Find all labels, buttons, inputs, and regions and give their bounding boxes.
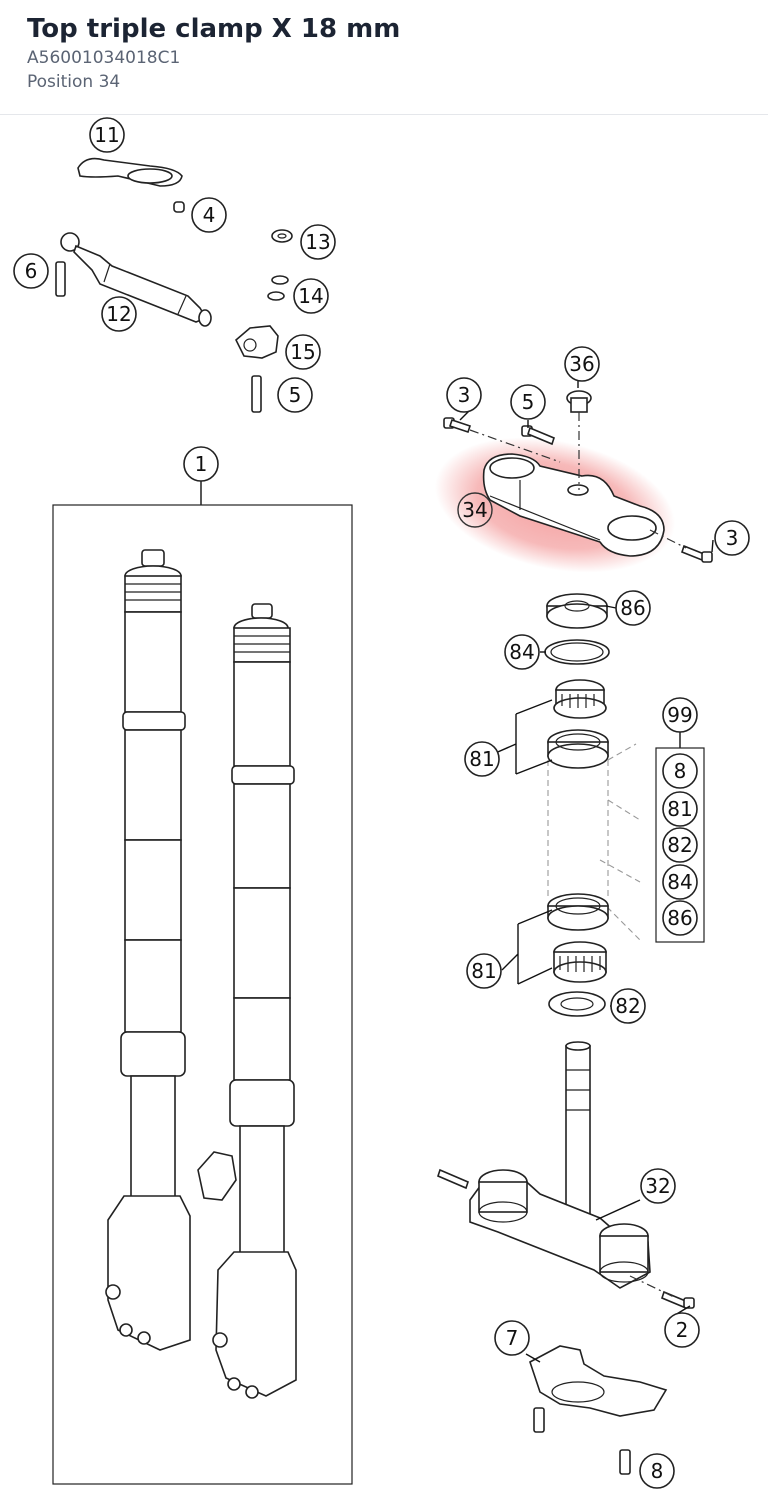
fork-leg-left <box>105 549 191 1351</box>
bracket-part-7 <box>529 1345 668 1417</box>
svg-text:82: 82 <box>615 994 640 1018</box>
kit-group-box <box>655 747 705 943</box>
svg-text:81: 81 <box>469 747 494 771</box>
bearing-cup-81-upper <box>547 729 609 769</box>
seal-part-82 <box>548 991 606 1017</box>
callout-2[interactable]: 2 <box>664 1312 700 1348</box>
pin-part-6 <box>55 261 66 297</box>
bolt-part-8-upper <box>533 1407 545 1433</box>
kit-item-8[interactable]: 8 <box>662 753 698 789</box>
svg-text:2: 2 <box>676 1318 689 1342</box>
leader-lines <box>459 380 714 1363</box>
bearing-part-81-lower <box>553 941 607 983</box>
svg-text:32: 32 <box>645 1174 670 1198</box>
callout-99[interactable]: 99 <box>662 697 698 733</box>
callout-3-left[interactable]: 3 <box>446 377 482 413</box>
bolt-part-8-lower <box>619 1449 631 1475</box>
callout-81-upper[interactable]: 81 <box>464 741 500 777</box>
svg-text:8: 8 <box>674 759 687 783</box>
damper-part-12 <box>60 232 212 327</box>
svg-text:84: 84 <box>509 640 534 664</box>
svg-text:6: 6 <box>25 259 38 283</box>
callout-5-upper[interactable]: 5 <box>277 377 313 413</box>
kit-item-84[interactable]: 84 <box>662 864 698 900</box>
callout-5-lower[interactable]: 5 <box>510 384 546 420</box>
handlebar-clamp-part-11 <box>77 157 183 187</box>
callout-81-lower[interactable]: 81 <box>466 953 502 989</box>
callout-32[interactable]: 32 <box>640 1168 676 1204</box>
callout-36[interactable]: 36 <box>564 346 600 382</box>
fork-leg-right <box>197 603 297 1399</box>
bolt-part-5-upper <box>251 375 262 413</box>
callout-3-right[interactable]: 3 <box>714 520 750 556</box>
callout-4[interactable]: 4 <box>191 197 227 233</box>
svg-text:81: 81 <box>471 959 496 983</box>
bearing-cup-81-lower <box>547 893 609 931</box>
kit-item-82[interactable]: 82 <box>662 827 698 863</box>
bolt-part-5-lower <box>521 425 555 446</box>
bracket-part-15 <box>235 325 279 359</box>
svg-text:3: 3 <box>726 526 739 550</box>
page-title: Top triple clamp X 18 mm <box>27 14 401 44</box>
callout-14[interactable]: 14 <box>293 278 329 314</box>
bearing-part-81-upper <box>553 679 607 719</box>
svg-text:1: 1 <box>195 452 208 476</box>
svg-text:86: 86 <box>620 596 645 620</box>
callout-12[interactable]: 12 <box>101 296 137 332</box>
bolt-part-4 <box>173 201 185 213</box>
svg-text:11: 11 <box>94 123 119 147</box>
bolt-part-3-right <box>681 544 713 563</box>
callout-84[interactable]: 84 <box>504 634 540 670</box>
callout-13[interactable]: 13 <box>300 224 336 260</box>
svg-text:5: 5 <box>522 390 535 414</box>
svg-text:82: 82 <box>667 833 692 857</box>
washer-part-14 <box>267 275 289 301</box>
callout-34-selected[interactable]: 34 <box>457 492 493 528</box>
bolt-part-36 <box>566 390 592 413</box>
kit-item-81[interactable]: 81 <box>662 791 698 827</box>
svg-text:7: 7 <box>506 1326 519 1350</box>
kit-item-86[interactable]: 86 <box>662 900 698 936</box>
headtube-ghost <box>547 743 641 941</box>
svg-text:13: 13 <box>305 230 330 254</box>
svg-text:3: 3 <box>458 383 471 407</box>
seal-part-86 <box>546 593 608 629</box>
svg-text:14: 14 <box>298 284 323 308</box>
svg-text:4: 4 <box>203 203 216 227</box>
svg-text:36: 36 <box>569 352 594 376</box>
callout-11[interactable]: 11 <box>89 117 125 153</box>
svg-text:8: 8 <box>651 1459 664 1483</box>
callout-6[interactable]: 6 <box>13 253 49 289</box>
svg-text:15: 15 <box>290 340 315 364</box>
page-header: Top triple clamp X 18 mm A56001034018C1 … <box>0 0 768 115</box>
svg-text:84: 84 <box>667 870 692 894</box>
callout-86[interactable]: 86 <box>615 590 651 626</box>
callout-1[interactable]: 1 <box>183 446 219 482</box>
svg-text:12: 12 <box>106 302 131 326</box>
callout-8-bottom[interactable]: 8 <box>639 1453 675 1489</box>
svg-text:99: 99 <box>667 703 692 727</box>
lower-triple-clamp-part-32 <box>469 1041 651 1289</box>
svg-text:5: 5 <box>289 383 302 407</box>
part-number: A56001034018C1 <box>27 48 181 68</box>
washer-part-13 <box>271 229 293 243</box>
callout-7[interactable]: 7 <box>494 1320 530 1356</box>
svg-text:86: 86 <box>667 906 692 930</box>
ring-part-84 <box>544 639 610 665</box>
exploded-parts-diagram: 11 4 13 6 14 12 15 5 36 3 5 1 34 3 86 84… <box>13 117 750 1489</box>
fork-group-box <box>52 504 353 1485</box>
top-triple-clamp-part-34 <box>482 453 665 557</box>
callout-15[interactable]: 15 <box>285 334 321 370</box>
bolt-part-3-left <box>443 417 472 434</box>
position-label: Position 34 <box>27 72 121 92</box>
svg-text:34: 34 <box>462 498 487 522</box>
svg-text:81: 81 <box>667 797 692 821</box>
clamp-bolts-lower <box>437 1168 695 1310</box>
callout-82[interactable]: 82 <box>610 988 646 1024</box>
